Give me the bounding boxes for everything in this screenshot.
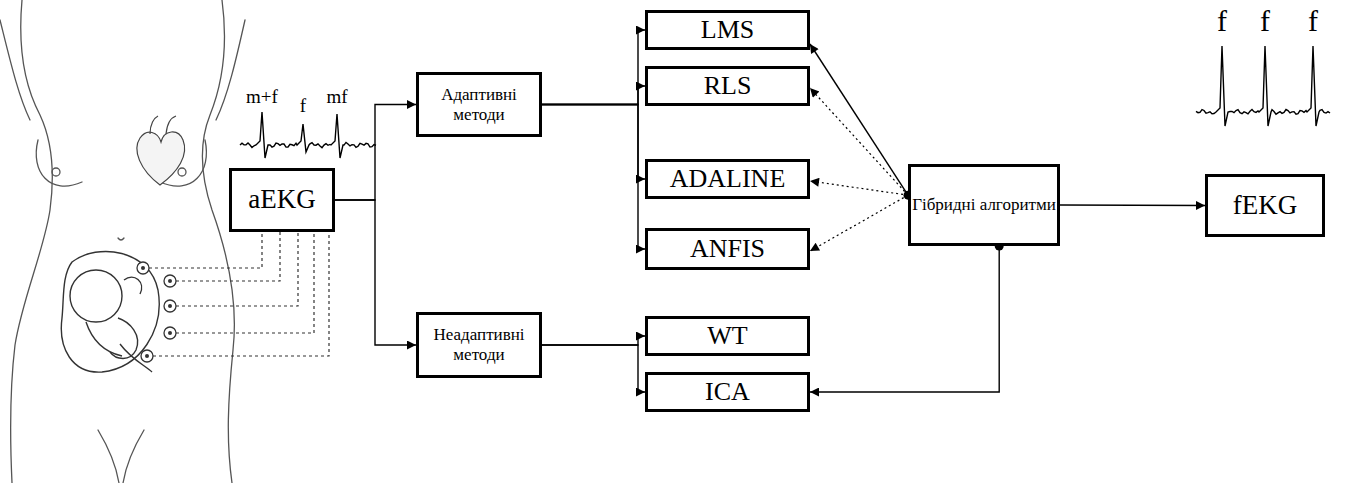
box-label: WT xyxy=(707,321,747,351)
leg-outline xyxy=(123,430,144,483)
signal-label: f xyxy=(1308,6,1318,36)
box-label: aEKG xyxy=(248,184,315,215)
box-label: Гібридні алгоритми xyxy=(912,195,1056,215)
method-box: ANFIS xyxy=(645,228,810,270)
box-label: fEKG xyxy=(1233,190,1297,221)
connector-arrow xyxy=(335,105,416,201)
heart-drawing xyxy=(137,116,185,185)
connector-arrow xyxy=(542,105,645,250)
method-box: LMS xyxy=(645,10,810,50)
method-box: ICA xyxy=(645,372,810,412)
aekg-waveform xyxy=(240,112,376,158)
connector-arrow xyxy=(542,30,645,105)
arm-outline xyxy=(216,20,245,120)
box-label: Неадаптивні методи xyxy=(419,325,539,364)
body-outline xyxy=(203,0,235,483)
connector-arrow xyxy=(810,181,908,195)
signal-box: aEKG xyxy=(229,168,335,232)
connector-arrow xyxy=(810,88,908,195)
fekg-waveform xyxy=(1196,46,1330,126)
electrode-leads xyxy=(149,232,329,356)
signal-label: f xyxy=(1260,6,1270,36)
connector-arrow xyxy=(542,336,645,345)
connector-arrow xyxy=(542,86,645,105)
connector-arrow xyxy=(810,246,999,392)
method-box: RLS xyxy=(645,66,810,106)
signal-box: fEKG xyxy=(1205,174,1325,237)
signal-label: m+f xyxy=(246,87,278,106)
box-label: Адаптивні методи xyxy=(419,85,539,124)
navel xyxy=(118,238,124,240)
box-label: ADALINE xyxy=(670,164,786,194)
group-box: Гібридні алгоритми xyxy=(908,164,1060,246)
arm-outline xyxy=(0,20,30,120)
connector-arrow xyxy=(542,105,645,180)
electrode xyxy=(137,262,176,362)
nipple xyxy=(178,168,186,176)
breast-outline xyxy=(36,140,82,186)
connector-arrow xyxy=(542,345,645,392)
box-label: RLS xyxy=(704,71,752,101)
group-box: Адаптивні методи xyxy=(416,72,542,137)
signal-label: f xyxy=(1217,6,1227,36)
connector-arrow xyxy=(1060,204,1205,206)
method-box: WT xyxy=(645,316,810,356)
connector-arrow xyxy=(810,195,908,251)
fetus-drawing xyxy=(61,251,159,372)
connector-arrow xyxy=(810,44,908,195)
signal-label: f xyxy=(300,96,306,115)
box-label: LMS xyxy=(701,15,754,45)
box-label: ICA xyxy=(705,377,750,407)
box-label: ANFIS xyxy=(690,234,765,264)
method-box: ADALINE xyxy=(645,159,810,199)
body-outline xyxy=(10,0,52,483)
leg-outline xyxy=(98,430,119,483)
nipple xyxy=(52,168,60,176)
signal-label: mf xyxy=(326,87,347,106)
group-box: Неадаптивні методи xyxy=(416,312,542,378)
connector-arrow xyxy=(335,200,416,345)
